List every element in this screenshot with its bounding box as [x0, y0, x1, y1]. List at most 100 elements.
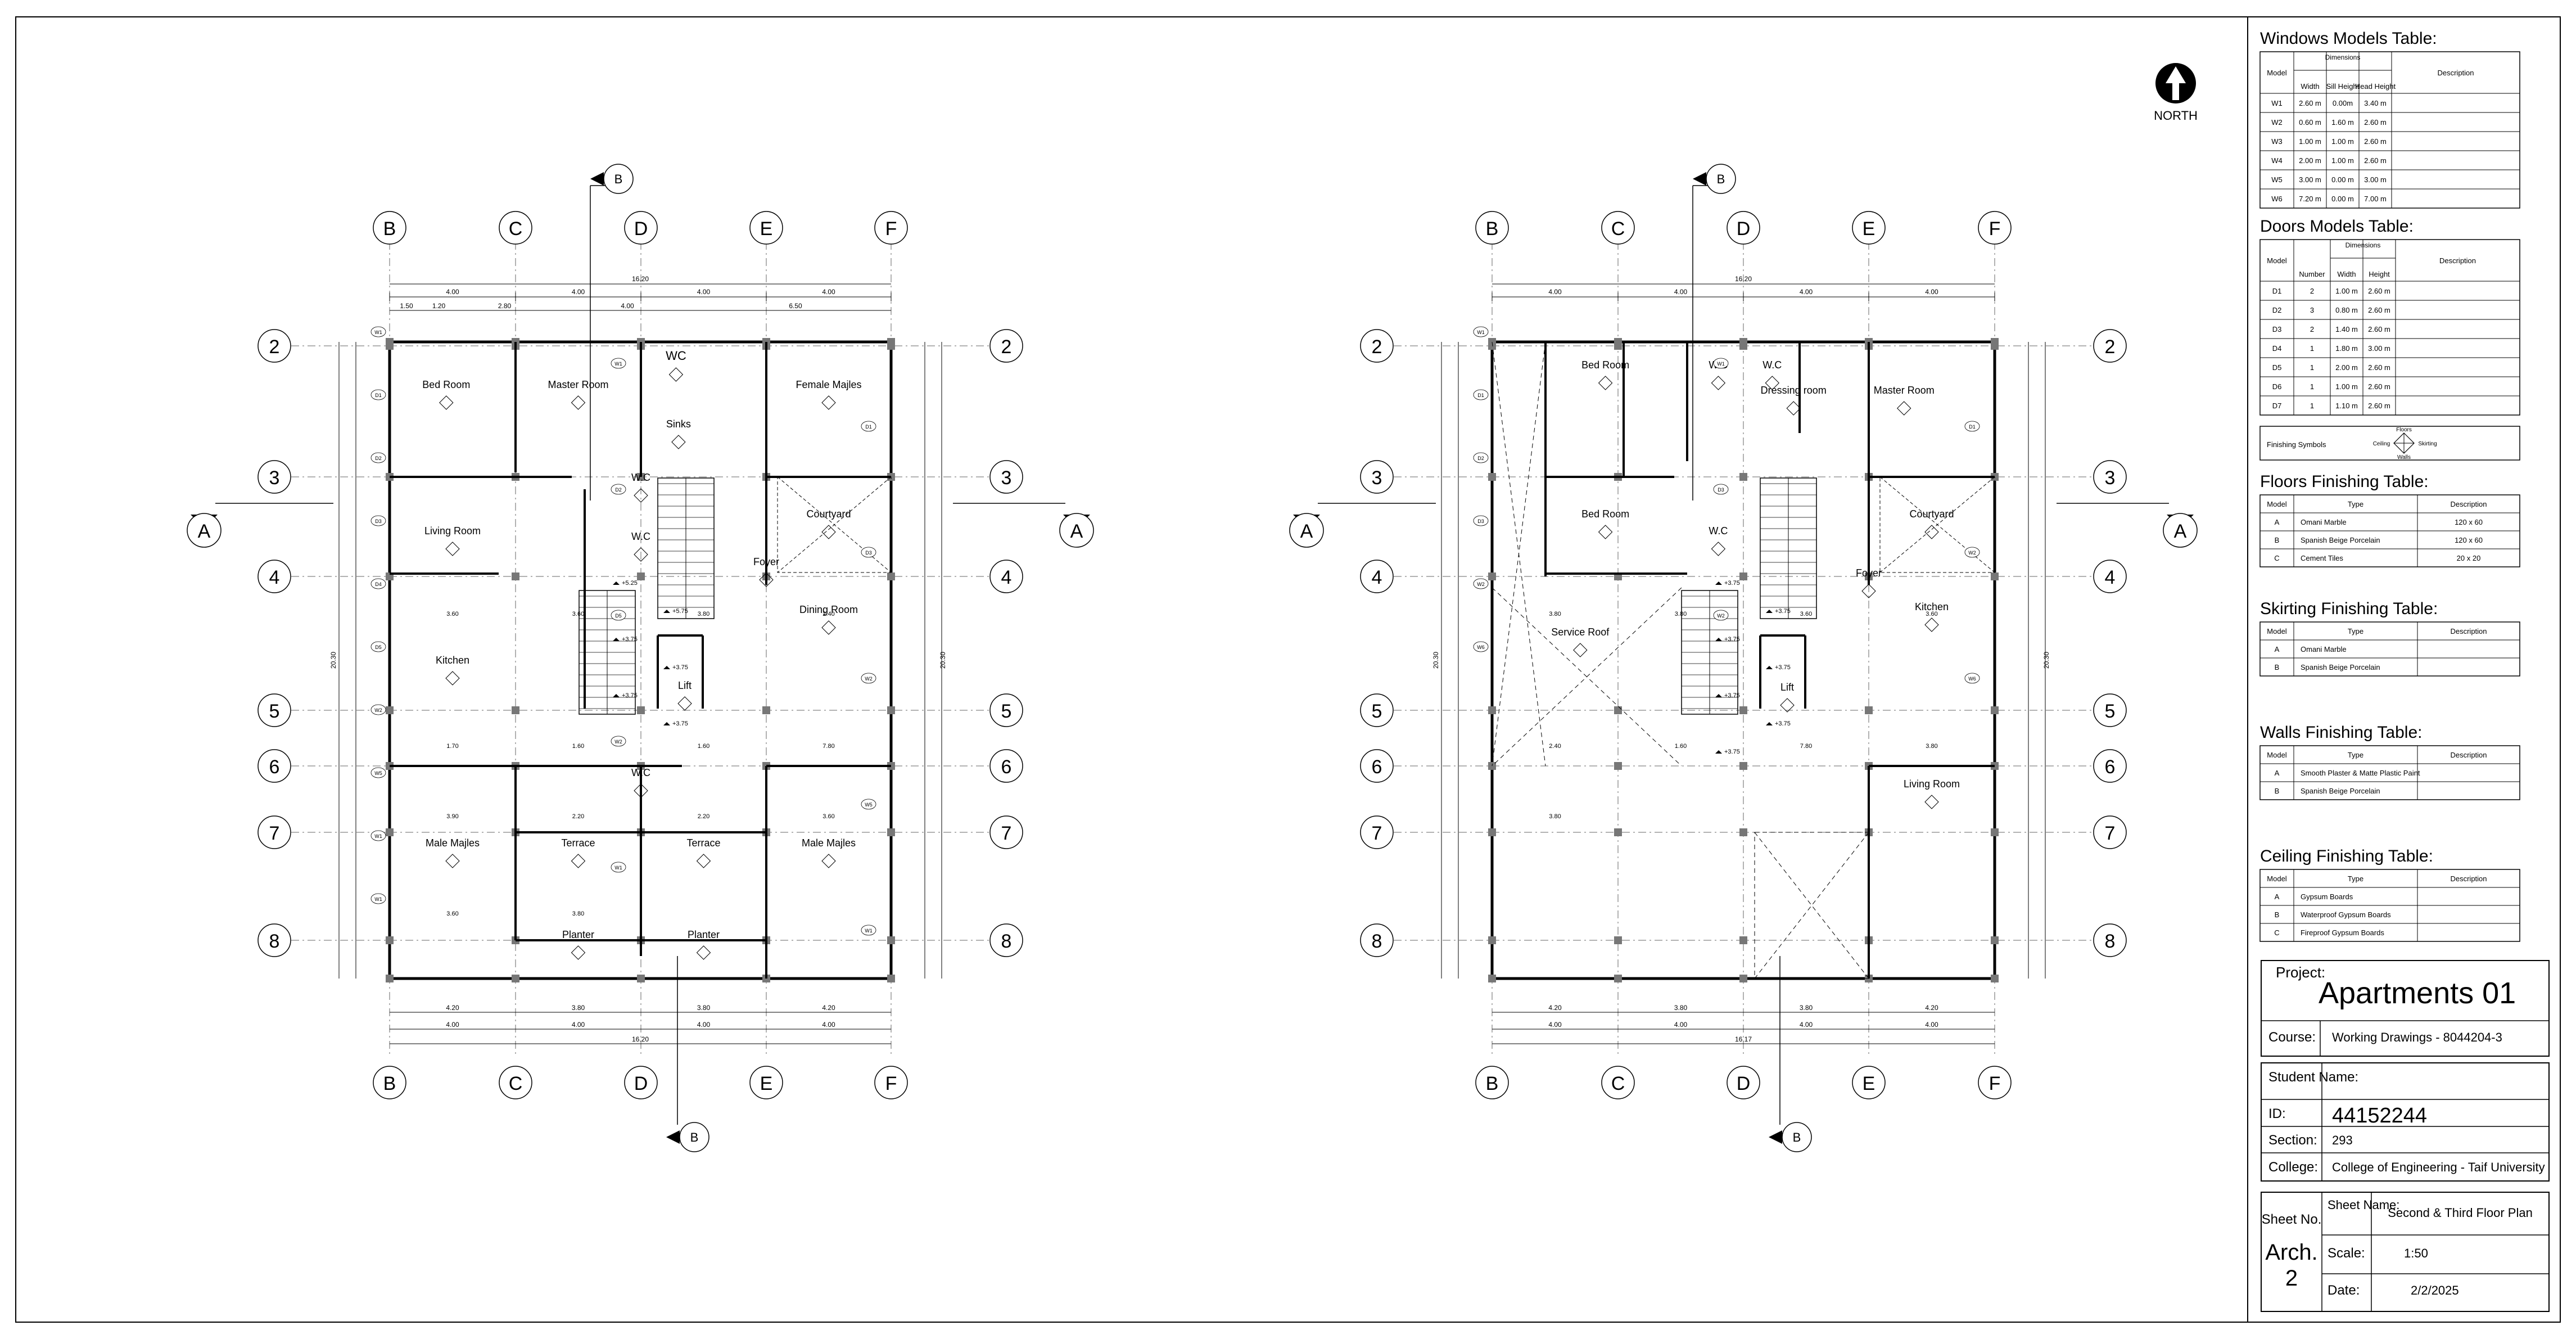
tag-bubble	[1473, 578, 1489, 589]
dimension-text: 1.60	[698, 743, 709, 750]
structural-column	[1991, 572, 1999, 580]
grid-label: 6	[1001, 756, 1012, 778]
tag-bubble	[861, 799, 876, 810]
room-name: Terrace	[561, 837, 595, 849]
table-title: Walls Finishing Table:	[2260, 723, 2422, 742]
grid-label: F	[1989, 1073, 2001, 1094]
structural-column	[512, 706, 519, 714]
course-label: Course:	[2268, 1030, 2316, 1045]
table-cell: W4	[2271, 156, 2283, 165]
college-value: College of Engineering - Taif University	[2332, 1160, 2545, 1174]
table-cell: 3.40 m	[2364, 99, 2387, 107]
sheet-no-label: Sheet No.	[2262, 1212, 2322, 1227]
opening-tag: W2	[1477, 581, 1485, 587]
tag-bubble	[861, 547, 876, 558]
table-cell: A	[2275, 769, 2280, 777]
structural-column	[1739, 975, 1747, 982]
table-cell: 2	[2310, 325, 2314, 333]
finish-symbol-icon	[1780, 698, 1795, 713]
level-text: +3.75	[1775, 608, 1791, 615]
grid-bubble	[1601, 1066, 1635, 1099]
dimension-text: 3.80	[572, 910, 584, 917]
section-bubble	[187, 513, 222, 548]
dimension-text: 3.80	[1674, 1004, 1688, 1012]
finish-symbol-icon	[821, 525, 836, 539]
dimension-text: 1.50	[400, 302, 413, 310]
table-cell: 1	[2310, 363, 2314, 372]
room-name: Dressing room	[1761, 385, 1827, 396]
structural-column	[1991, 706, 1999, 714]
table-cell: W5	[2271, 175, 2283, 184]
table-cell: 2.60 m	[2368, 306, 2390, 314]
table-cell: 3.00 m	[2299, 175, 2321, 184]
grid-label: E	[760, 218, 773, 240]
section-label: A	[2174, 521, 2187, 542]
grid-bubble	[874, 1066, 908, 1099]
table-cell: 7.20 m	[2299, 195, 2321, 203]
grid-bubble	[257, 923, 291, 957]
table-frame	[2259, 621, 2520, 677]
table-title: Skirting Finishing Table:	[2260, 599, 2438, 618]
grid-bubble	[1360, 749, 1394, 783]
tag-bubble	[370, 515, 386, 526]
structural-column	[386, 936, 394, 944]
dimension-text: 1.60	[572, 743, 584, 750]
tag-bubble	[861, 421, 876, 432]
grid-label: F	[1989, 218, 2001, 240]
grid-label: B	[383, 218, 396, 240]
grid-label: 7	[1372, 823, 1382, 844]
table-cell: D1	[2272, 287, 2282, 295]
north-arrow-icon: NORTH	[2154, 63, 2198, 123]
grid-bubble	[257, 329, 291, 363]
dimension-text: 4.20	[1548, 1004, 1562, 1012]
section-bubble	[2163, 513, 2198, 548]
grid-label: D	[1737, 1073, 1751, 1094]
structural-column	[1739, 338, 1747, 346]
room-name: W.C	[1762, 359, 1782, 371]
grid-label: 2	[2105, 336, 2116, 358]
finish-symbol-icon	[571, 854, 586, 868]
level-text: +3.75	[1724, 636, 1740, 643]
table-header: Description	[2450, 627, 2487, 635]
table-cell: 2.60 m	[2368, 287, 2390, 295]
table-header: Number	[2299, 270, 2325, 278]
opening-tag: D2	[1477, 456, 1484, 461]
finish-symbol-icon	[821, 395, 836, 410]
table-cell: B	[2275, 787, 2280, 795]
opening-tag: W6	[1968, 676, 1976, 682]
room-name: Dining Room	[799, 604, 858, 615]
dimension-text: 4.00	[1800, 1021, 1813, 1029]
table-cell: 3	[2310, 306, 2314, 314]
opening-tag: W1	[1477, 330, 1485, 335]
dimension-text: 2.40	[1549, 743, 1561, 750]
finish-symbol-icon	[671, 435, 686, 449]
room-name: W.C	[1709, 525, 1728, 536]
symbol-legend: Ceiling	[2373, 441, 2390, 447]
table-cell: 0.00 m	[2331, 175, 2354, 184]
finish-symbol-icon	[571, 395, 586, 410]
structural-column	[887, 975, 895, 982]
table-cell: Gypsum Boards	[2301, 892, 2353, 901]
grid-bubble	[1852, 211, 1886, 245]
table-header: Description	[2437, 69, 2474, 77]
table-header: Type	[2348, 751, 2363, 759]
table-cell: D6	[2272, 382, 2282, 391]
dimension-text: 4.00	[697, 1021, 711, 1029]
grid-bubble	[257, 815, 291, 849]
table-title: Windows Models Table:	[2260, 29, 2437, 48]
tag-bubble	[1473, 326, 1489, 337]
finish-symbol-icon	[1924, 617, 1939, 632]
opening-tag: D5	[615, 613, 622, 619]
table-cell: B	[2275, 663, 2280, 671]
grid-bubble	[1727, 211, 1760, 245]
table-cell: 1	[2310, 382, 2314, 391]
structural-column	[1739, 936, 1747, 944]
level-text: +3.75	[622, 636, 638, 643]
symbol-legend: Floors	[2396, 427, 2412, 433]
table-cell: W1	[2271, 99, 2283, 107]
dimension-text: 7.80	[822, 743, 834, 750]
grid-bubble	[624, 211, 658, 245]
dimension-text: 3.90	[446, 813, 458, 820]
level-mark-icon	[1715, 694, 1722, 697]
table-cell: W3	[2271, 137, 2283, 146]
